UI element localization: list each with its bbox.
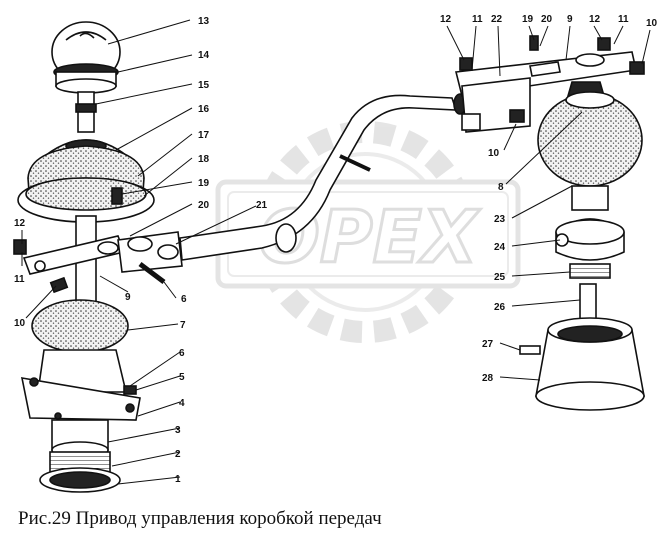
callout-20-top: 20 <box>541 14 553 25</box>
callout-17: 17 <box>198 130 210 141</box>
callout-26: 26 <box>494 302 506 313</box>
left-shift-lever-assembly <box>13 21 155 493</box>
callout-27: 27 <box>482 339 494 350</box>
callout-22: 22 <box>491 14 503 25</box>
callout-28: 28 <box>482 373 494 384</box>
callout-19-top: 19 <box>522 14 534 25</box>
callout-25: 25 <box>494 272 506 283</box>
callout-14: 14 <box>198 50 210 61</box>
callout-11-top: 11 <box>472 14 483 25</box>
callout-10-left: 10 <box>14 318 26 329</box>
callout-16: 16 <box>198 104 210 115</box>
callout-12-left: 12 <box>14 218 26 229</box>
callout-13: 13 <box>198 16 210 27</box>
callout-5: 5 <box>179 372 185 383</box>
callout-21: 21 <box>256 200 268 211</box>
callout-12-top-right: 12 <box>589 14 601 25</box>
lower-boot <box>31 299 129 353</box>
callout-3: 3 <box>175 425 181 436</box>
callout-9-top: 9 <box>567 14 573 25</box>
callout-11-top-right: 11 <box>618 14 629 25</box>
callout-labels: 1 2 3 4 5 6 7 9 10 11 12 13 14 15 16 17 … <box>14 14 658 485</box>
callout-9-left: 9 <box>125 292 131 303</box>
callout-4: 4 <box>179 398 185 409</box>
callout-12-top: 12 <box>440 14 452 25</box>
callout-1: 1 <box>175 474 181 485</box>
callout-6-rod: 6 <box>181 294 187 305</box>
leader-lines <box>21 19 651 485</box>
figure-caption: Рис.29 Привод управления коробкой переда… <box>18 508 382 529</box>
callout-10-top-right: 10 <box>646 18 658 29</box>
watermark-logo: OPEX <box>215 121 521 343</box>
shift-rod <box>117 93 467 284</box>
callout-20: 20 <box>198 200 210 211</box>
callout-19: 19 <box>198 178 210 189</box>
callout-6: 6 <box>179 348 185 359</box>
callout-23: 23 <box>494 214 506 225</box>
callout-24: 24 <box>494 242 506 253</box>
callout-18: 18 <box>198 154 210 165</box>
callout-10-mid: 10 <box>488 148 500 159</box>
right-gearbox-assembly <box>455 35 645 411</box>
callout-2: 2 <box>175 449 181 460</box>
callout-8: 8 <box>498 182 504 193</box>
callout-7: 7 <box>180 320 186 331</box>
callout-11-left: 11 <box>14 274 25 285</box>
callout-15: 15 <box>198 80 210 91</box>
